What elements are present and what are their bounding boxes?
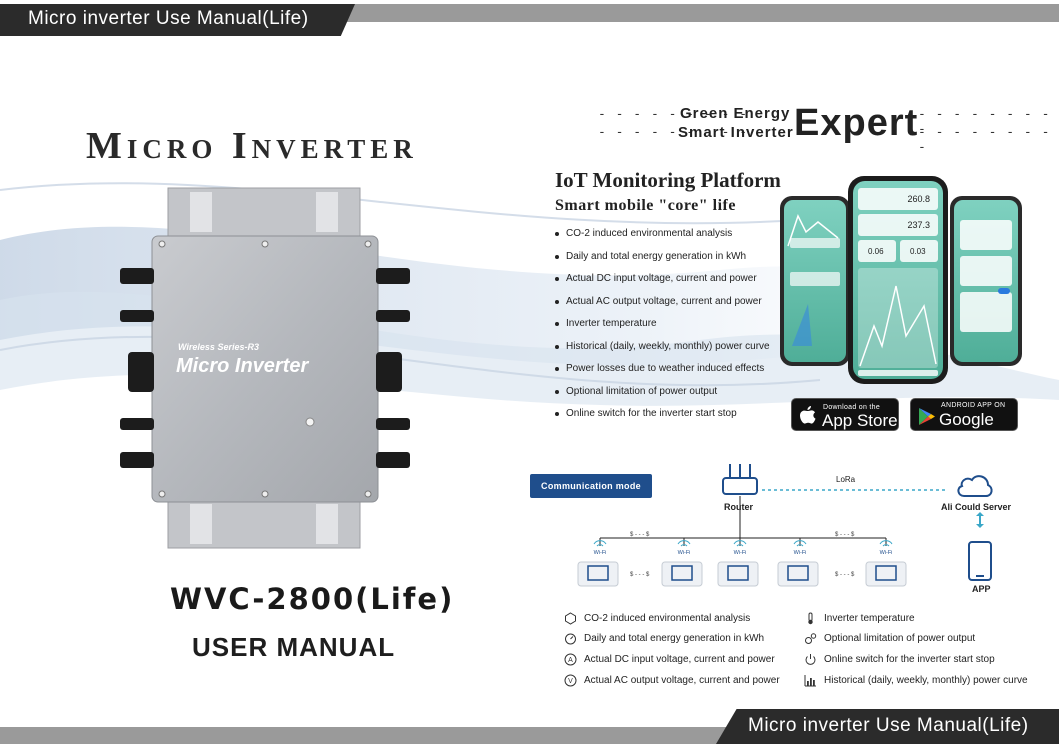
app-label: APP	[972, 584, 991, 594]
svg-text:260.8: 260.8	[907, 194, 930, 204]
chart-icon	[804, 675, 816, 687]
svg-text:Wi-Fi: Wi-Fi	[880, 550, 893, 556]
google-play-icon	[919, 408, 935, 425]
inverter-name-label: Micro Inverter	[176, 355, 309, 377]
svg-text:A: A	[568, 657, 573, 664]
tagline-dots-right-1: - - - - - - - - -	[918, 107, 1051, 137]
thermometer-icon	[808, 612, 813, 625]
feature-item: Actual DC input voltage, current and pow…	[555, 272, 770, 295]
iot-subtitle: Smart mobile "core" life	[555, 197, 736, 214]
feature-item: Inverter temperature	[555, 317, 770, 340]
google-play-small-text: ANDROID APP ON	[941, 402, 1006, 409]
feature-list: CO-2 induced environmental analysis Dail…	[555, 227, 770, 430]
footer-grey-strip	[0, 727, 740, 744]
model-number: WVC-2800(Life)	[170, 582, 455, 616]
cloud-icon	[957, 475, 993, 497]
app-store-button[interactable]: Download on the App Store	[791, 398, 899, 431]
tagline-dots-left-2: - - - - - - - - -	[598, 125, 749, 140]
footer-title: Micro inverter Use Manual(Life)	[748, 715, 1029, 736]
apple-icon	[800, 406, 816, 424]
svg-text:Wi-Fi: Wi-Fi	[794, 550, 807, 556]
svg-text:$ - - - $: $ - - - $	[630, 572, 650, 578]
inverter-series-label: Wireless Series-R3	[178, 342, 259, 352]
header-title: Micro inverter Use Manual(Life)	[28, 8, 309, 29]
lora-label: LoRa	[836, 475, 856, 484]
svg-text:0.03: 0.03	[910, 247, 926, 256]
feature-item: Daily and total energy generation in kWh	[555, 250, 770, 273]
header-grey-strip	[340, 4, 1059, 22]
legend-left: CO-2 induced environmental analysis Dail…	[564, 611, 804, 693]
google-play-button[interactable]: ANDROID APP ON Google Play	[910, 398, 1018, 449]
inverter-units	[577, 561, 907, 587]
feature-item: Historical (daily, weekly, monthly) powe…	[555, 340, 770, 363]
svg-text:$ - - - $: $ - - - $	[630, 532, 650, 538]
svg-text:Wi-Fi: Wi-Fi	[678, 550, 691, 556]
phone-right	[950, 196, 1022, 366]
user-manual-label: USER MANUAL	[192, 632, 396, 662]
feature-item: Online switch for the inverter start sto…	[555, 407, 770, 430]
phones-image: 260.8 237.3 0.06 0.03	[780, 176, 1022, 384]
svg-text:0.06: 0.06	[868, 247, 884, 256]
footer-bar: Micro inverter Use Manual(Life)	[0, 705, 1059, 744]
router-label: Router	[724, 502, 753, 512]
gauge-icon	[565, 633, 576, 645]
tagline-green-energy: Green Energy	[680, 105, 791, 122]
tagline-expert: Expert	[794, 102, 919, 144]
legend-right: Inverter temperature Optional limitation…	[804, 611, 1044, 693]
phone-left	[780, 196, 850, 366]
power-icon	[805, 654, 816, 665]
svg-text:Wi-Fi: Wi-Fi	[734, 550, 747, 556]
volt-icon: V	[564, 674, 577, 687]
app-store-small-text: Download on the	[823, 404, 881, 411]
amp-icon: A	[564, 653, 577, 666]
tagline-smart-inverter: Smart Inverter	[678, 124, 794, 141]
header-bar: Micro inverter Use Manual(Life)	[0, 0, 1059, 38]
footer-dark-strip	[716, 709, 1059, 744]
feature-item: Optional limitation of power output	[555, 385, 770, 408]
iot-title: IoT Monitoring Platform	[555, 168, 781, 192]
server-label: Ali Could Server	[941, 502, 1012, 512]
router-icon	[722, 464, 758, 495]
phone-center: 260.8 237.3 0.06 0.03	[848, 176, 948, 384]
communication-mode-badge: Communication mode	[530, 474, 652, 498]
feature-item: Actual AC output voltage, current and po…	[555, 295, 770, 318]
feature-item: Power losses due to weather induced effe…	[555, 362, 770, 385]
svg-text:V: V	[568, 678, 573, 685]
svg-text:Wi-Fi: Wi-Fi	[594, 550, 607, 556]
google-play-big-text: Google Play	[939, 410, 994, 449]
svg-text:$ - - - $: $ - - - $	[835, 572, 855, 578]
micro-inverter-image: Wireless Series-R3 Micro Inverter	[120, 187, 410, 549]
header-dark-strip	[0, 4, 355, 36]
tagline-dots-left-1: - - - - - - - - -	[598, 107, 749, 122]
svg-text:$ - - - $: $ - - - $	[835, 532, 855, 538]
page-title: Micro Inverter	[86, 125, 418, 167]
feature-item: CO-2 induced environmental analysis	[555, 227, 770, 250]
app-phone-icon	[968, 541, 992, 581]
limit-icon	[805, 633, 817, 644]
co2-icon	[565, 612, 576, 625]
app-store-big-text: App Store	[822, 411, 898, 430]
communication-diagram: $ - - - $ $ - - - $ $ - - - $ $ - - - $	[577, 464, 993, 587]
svg-text:237.3: 237.3	[907, 220, 930, 230]
tagline-dots-right-2: - - - - - - - - -	[918, 125, 1051, 155]
